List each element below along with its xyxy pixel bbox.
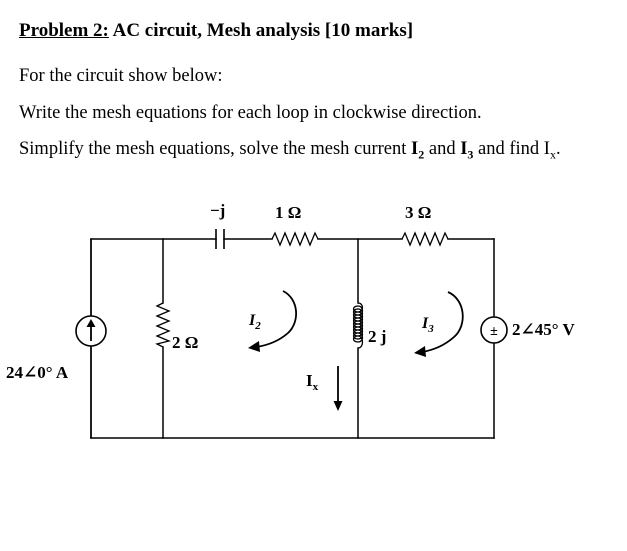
instruction-line-1: For the circuit show below: — [19, 66, 223, 86]
mesh-i2-label: I2 — [248, 312, 261, 332]
capacitor-label: −j — [210, 201, 225, 220]
ix-letter: I — [306, 371, 313, 390]
mesh-i2-subscript: 2 — [254, 320, 261, 332]
current-source — [75, 315, 107, 347]
resistor-top-2 — [401, 231, 449, 247]
resistor-top-2-label: 3 Ω — [405, 203, 431, 222]
resistor-top-1 — [271, 231, 319, 247]
mesh-i3-letter: I — [421, 315, 429, 332]
voltage-source-symbol: ± — [490, 324, 498, 339]
instruction-line-2: Write the mesh equations for each loop i… — [19, 103, 482, 123]
problem-heading: AC circuit, Mesh analysis [10 marks] — [108, 20, 414, 41]
resistor-left — [155, 302, 172, 348]
voltage-source — [480, 316, 508, 344]
instruction-and: and — [424, 139, 461, 159]
resistor-left-label: 2 Ω — [172, 333, 198, 352]
instruction-i2-sub: 2 — [418, 147, 425, 162]
voltage-source-label: 2∠45° V — [512, 320, 575, 339]
mesh-i3-arrowhead — [414, 346, 426, 357]
problem-label: Problem 2: — [19, 20, 109, 41]
instruction-i3: I — [460, 139, 468, 159]
ix-subscript: x — [313, 381, 319, 393]
mesh-i2-letter: I — [248, 312, 256, 329]
mesh-i3-label: I3 — [421, 315, 434, 335]
instruction-end: . — [555, 139, 561, 159]
inductor-coil — [352, 302, 364, 349]
current-source-label: 24∠0° A — [6, 363, 69, 382]
mesh-i2-arc — [255, 290, 297, 348]
instruction-line-3: Simplify the mesh equations, solve the m… — [19, 139, 561, 163]
instruction-i2: I — [411, 139, 419, 159]
mesh-i2-arrowhead — [248, 341, 260, 352]
ix-arrowhead — [333, 401, 343, 411]
problem-title: Problem 2: AC circuit, Mesh analysis [10… — [19, 20, 413, 42]
resistor-top-1-label: 1 Ω — [275, 203, 301, 222]
inductor-label: 2 j — [368, 327, 386, 346]
mesh-i3-arc — [421, 291, 464, 353]
instruction-line-3-text-b: and find I — [473, 139, 550, 159]
instruction-ix-sub: x — [549, 147, 556, 162]
instruction-i3-sub: 3 — [467, 147, 474, 162]
instruction-line-3-text-a: Simplify the mesh equations, solve the m… — [19, 139, 412, 159]
mesh-i3-subscript: 3 — [427, 323, 434, 335]
ix-label: Ix — [306, 371, 319, 393]
